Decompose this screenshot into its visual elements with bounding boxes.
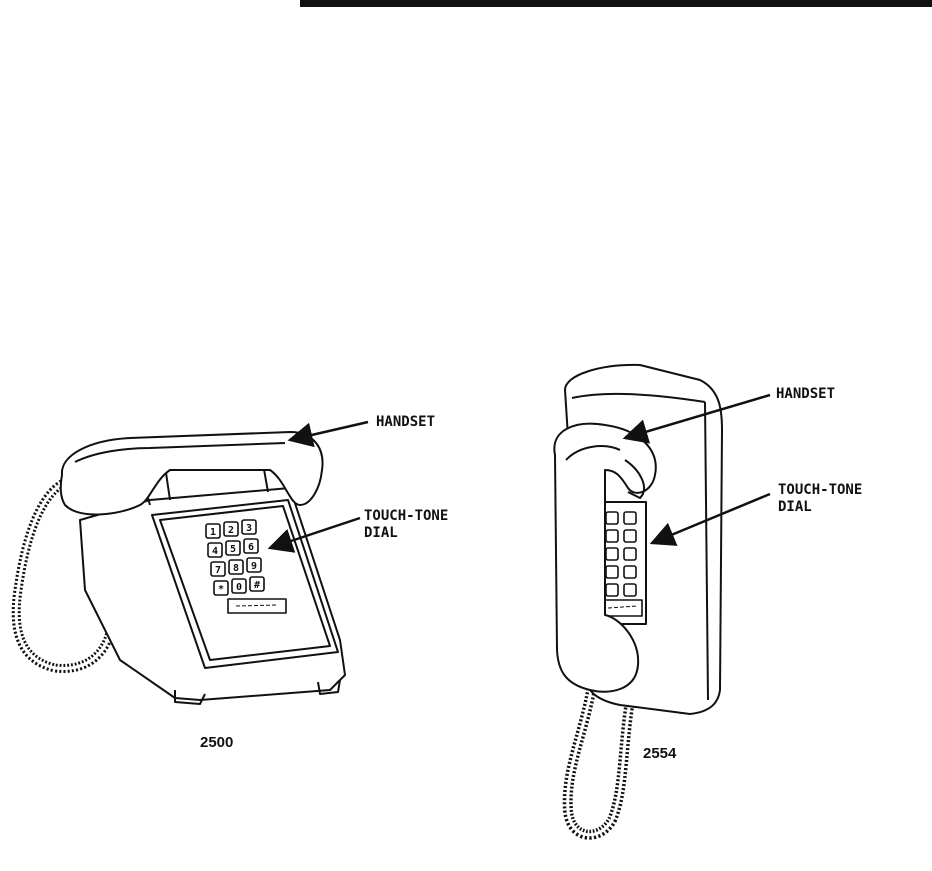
key-label: 2 bbox=[228, 525, 234, 536]
key-label: 1 bbox=[210, 527, 216, 538]
key-label: 7 bbox=[215, 565, 221, 576]
key-label: 9 bbox=[251, 561, 257, 572]
desk-dial-label-line1: TOUCH-TONE bbox=[364, 508, 449, 524]
key-label: 5 bbox=[230, 544, 236, 555]
wall-handset-label: HANDSET bbox=[776, 386, 836, 402]
desk-phone-handset bbox=[59, 431, 324, 516]
key-label: * bbox=[218, 584, 224, 595]
wall-phone-keypad-panel bbox=[599, 501, 647, 625]
key-label: 3 bbox=[246, 523, 252, 534]
wall-model-caption: 2554 bbox=[643, 745, 677, 762]
desk-dial-label-line2: DIAL bbox=[364, 525, 398, 541]
key-label: # bbox=[254, 580, 260, 591]
desk-phone-key-labels: 1 2 3 4 5 6 7 8 9 * 0 # bbox=[210, 523, 260, 595]
desk-phone-2500 bbox=[11, 431, 346, 705]
desk-phone-keypad bbox=[205, 519, 287, 614]
desk-model-caption: 2500 bbox=[200, 734, 234, 751]
desk-handset-arrow bbox=[287, 420, 369, 448]
wall-phone-2554 bbox=[553, 363, 723, 840]
key-label: 0 bbox=[236, 582, 242, 593]
wall-dial-arrow bbox=[649, 492, 771, 546]
wall-dial-label-line1: TOUCH-TONE bbox=[778, 482, 863, 498]
key-label: 6 bbox=[248, 542, 254, 553]
top-rule bbox=[300, 0, 932, 7]
desk-dial-arrow bbox=[267, 516, 361, 553]
wall-dial-label-line2: DIAL bbox=[778, 499, 812, 515]
key-label: 4 bbox=[212, 546, 218, 557]
desk-handset-label: HANDSET bbox=[376, 414, 436, 430]
wall-handset-arrow bbox=[622, 393, 771, 444]
key-label: 8 bbox=[233, 563, 239, 574]
wall-phone-handset bbox=[553, 422, 657, 693]
